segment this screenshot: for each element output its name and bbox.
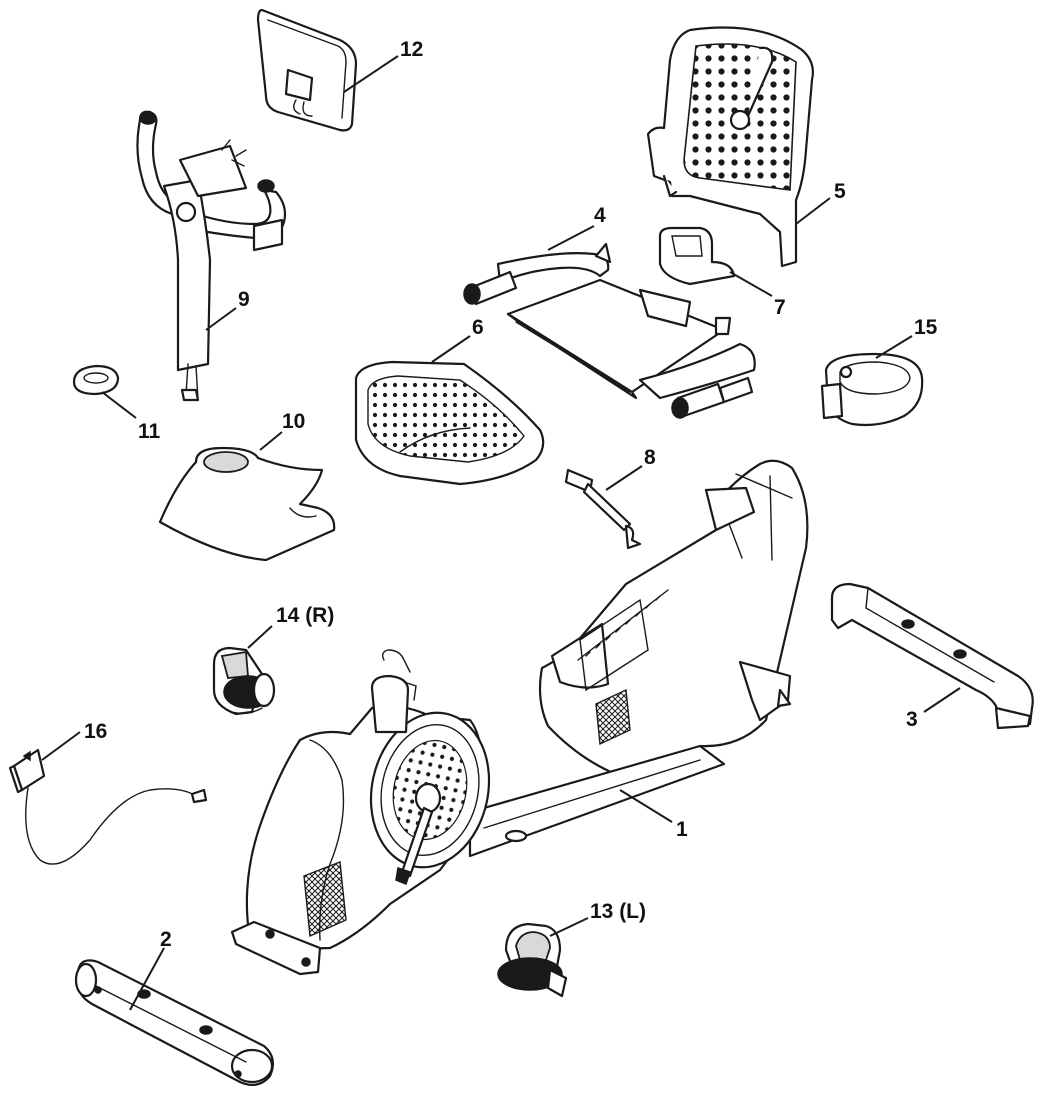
leader-line bbox=[547, 225, 595, 251]
callout-12: 12 bbox=[400, 38, 423, 61]
callout-8: 8 bbox=[644, 446, 656, 469]
callout-9: 9 bbox=[238, 288, 250, 311]
leader-line bbox=[101, 391, 137, 419]
console-part bbox=[256, 8, 358, 132]
main-frame-part bbox=[230, 459, 809, 976]
leader-line bbox=[729, 271, 773, 297]
callout-6: 6 bbox=[472, 316, 484, 339]
leader-line bbox=[205, 307, 237, 331]
leader-line bbox=[619, 789, 673, 823]
leader-line bbox=[41, 731, 81, 761]
leader-line bbox=[923, 687, 961, 713]
left-pedal-part bbox=[497, 922, 568, 998]
seat-frame-part bbox=[463, 242, 756, 419]
callout-1: 1 bbox=[676, 818, 688, 841]
callout-labels: 1 2 3 4 5 6 7 8 9 10 11 12 13 (L) 14 (R)… bbox=[84, 38, 938, 951]
accessory-tray-part bbox=[820, 352, 924, 427]
callout-3: 3 bbox=[906, 708, 918, 731]
callout-15: 15 bbox=[914, 316, 938, 339]
seat-cushion-part bbox=[354, 360, 545, 486]
rear-stabilizer-part bbox=[830, 582, 1034, 730]
leader-line bbox=[247, 625, 273, 649]
adjust-knob-cap-part bbox=[658, 226, 736, 286]
right-pedal-part bbox=[212, 646, 276, 716]
handlebar-post-part bbox=[136, 110, 287, 402]
callout-13: 13 (L) bbox=[590, 900, 646, 923]
leader-line bbox=[795, 197, 831, 225]
pop-pin-part bbox=[564, 468, 642, 550]
ring-cap-part bbox=[72, 364, 120, 396]
leader-line bbox=[549, 917, 589, 937]
callout-11: 11 bbox=[138, 420, 161, 443]
callout-16: 16 bbox=[84, 720, 107, 743]
callout-5: 5 bbox=[834, 180, 846, 203]
seat-back-part bbox=[646, 26, 814, 268]
callout-4: 4 bbox=[594, 204, 606, 227]
callout-7: 7 bbox=[774, 296, 786, 319]
leader-line bbox=[343, 55, 399, 93]
front-shroud-part bbox=[158, 446, 336, 562]
leader-line bbox=[129, 947, 165, 1011]
leader-line bbox=[875, 335, 913, 359]
callout-10: 10 bbox=[282, 410, 305, 433]
leader-line bbox=[431, 335, 471, 363]
leader-line bbox=[605, 465, 643, 491]
front-stabilizer-part bbox=[74, 959, 275, 1087]
callout-2: 2 bbox=[160, 928, 172, 951]
leader-lines bbox=[41, 55, 961, 1011]
leader-line bbox=[259, 431, 283, 451]
ac-adapter-part bbox=[8, 748, 208, 865]
callout-14: 14 (R) bbox=[276, 604, 334, 627]
